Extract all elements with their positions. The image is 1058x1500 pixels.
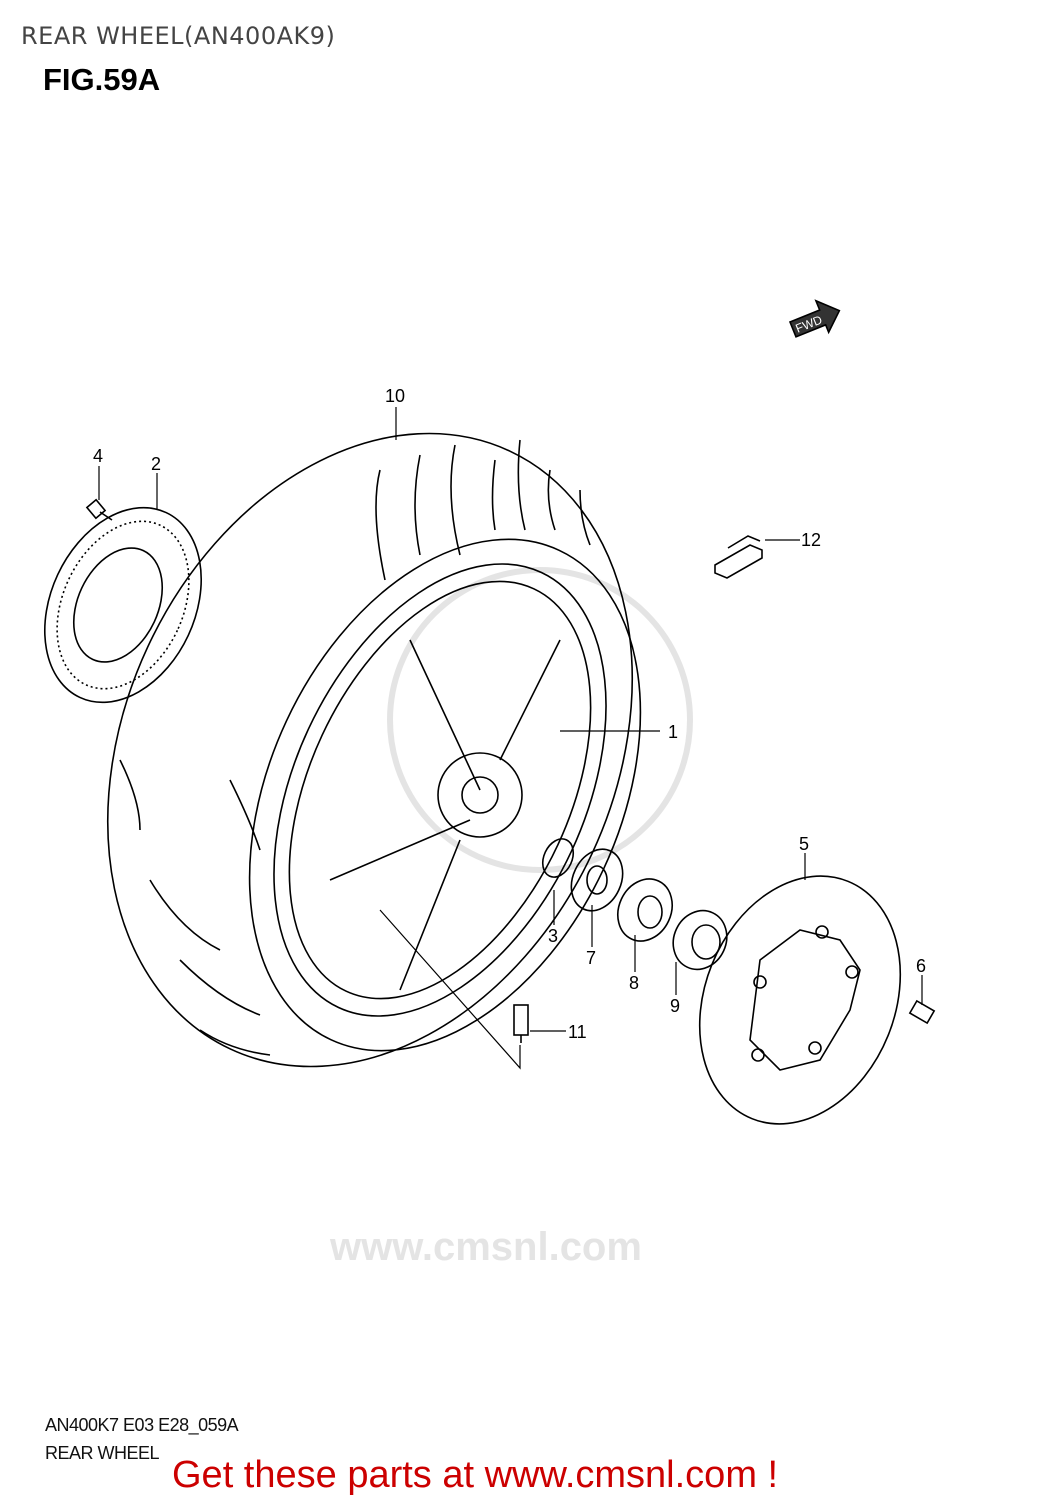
leader-lines	[98, 407, 923, 1070]
callout-10: 10	[385, 386, 405, 406]
brake-disc-5	[698, 875, 902, 1125]
bolt-4	[85, 498, 113, 521]
callout-3: 3	[548, 926, 558, 946]
fwd-arrow-icon: FWD	[788, 299, 841, 338]
callout-11: 11	[568, 1022, 587, 1042]
diagram-name: REAR WHEEL	[45, 1443, 160, 1463]
callout-12: 12	[801, 530, 821, 550]
bearing-7	[570, 848, 624, 912]
callout-5: 5	[799, 834, 809, 854]
watermark-logo	[387, 567, 693, 873]
sensor-12	[714, 535, 763, 579]
rear-tire	[106, 432, 642, 1068]
rear-wheel-rim	[273, 563, 607, 1017]
valve-11	[513, 1004, 529, 1043]
figure-number: FIG.59A	[43, 62, 161, 97]
diagram-code: AN400K7 E03 E28_059A	[45, 1415, 239, 1435]
callout-2: 2	[151, 454, 161, 474]
callout-4: 4	[93, 446, 103, 466]
callout-7: 7	[586, 948, 596, 968]
watermark-text: www.cmsnl.com	[329, 1225, 642, 1269]
callout-9: 9	[670, 996, 680, 1016]
nut-9	[672, 909, 728, 971]
spacer-8	[617, 878, 673, 942]
callout-6: 6	[916, 956, 926, 976]
page-title: REAR WHEEL(AN400AK9)	[21, 22, 336, 50]
promo-link[interactable]: Get these parts at www.cmsnl.com !	[172, 1454, 779, 1496]
oring-3	[541, 838, 575, 878]
bolt-6	[908, 999, 936, 1025]
callout-1: 1	[668, 722, 678, 742]
abs-sensor-ring	[43, 506, 203, 704]
callout-8: 8	[629, 973, 639, 993]
